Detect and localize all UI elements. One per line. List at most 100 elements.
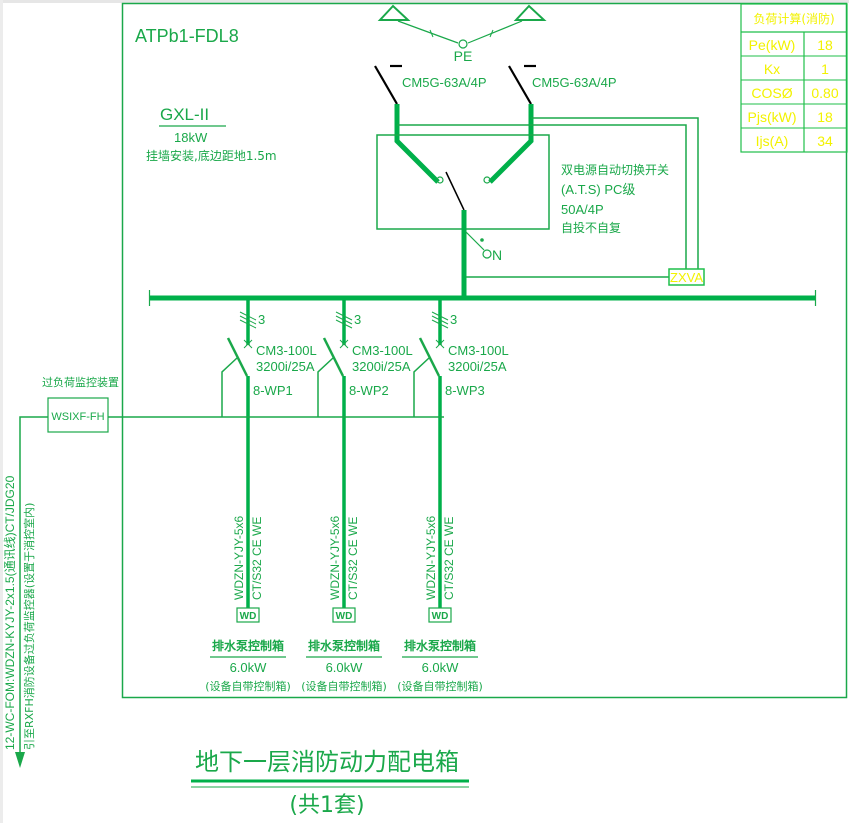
overload-tap	[317, 357, 334, 417]
branch-breaker-blade-icon[interactable]	[322, 337, 345, 377]
panel-power: 18kW	[174, 130, 208, 145]
n-dot	[480, 238, 484, 242]
branch-load-power: 6.0kW	[422, 660, 460, 675]
load-calc-value-ijs: 34	[817, 133, 833, 149]
feeder-2	[488, 104, 534, 184]
load-calc-label-pjs: Pjs(kW)	[748, 109, 797, 125]
overload-tap	[221, 357, 238, 417]
branch-load-note: (设备自带控制箱)	[301, 679, 387, 693]
ats-contact-1	[436, 176, 444, 184]
overload-monitor-box	[47, 397, 109, 433]
overload-tap	[413, 357, 430, 417]
incoming-breaker-1-label: CM5G-63A/4P	[402, 75, 487, 90]
branch-cable-spec: WDZN-YJY-5x6	[424, 515, 438, 600]
overload-route-text: 引至RXFH消防设备过负荷监控器(设置于消控室内)	[22, 503, 36, 750]
branch-breaker-blade-icon[interactable]	[418, 337, 441, 377]
pole-hash-mark	[335, 319, 353, 329]
branch-breaker-blade-icon[interactable]	[226, 337, 249, 377]
ats-desc-line3: 50A/4P	[561, 202, 604, 217]
branch-load-power: 6.0kW	[326, 660, 364, 675]
branch-load-name: 排水泵控制箱	[404, 638, 476, 653]
branch-tag: WD	[336, 611, 353, 622]
footer-count: (共1套)	[289, 793, 364, 818]
canvas-left-edge	[0, 0, 3, 823]
load-calc-table	[740, 3, 848, 153]
panel-model: GXL-II	[160, 105, 209, 124]
ats-contact-2	[483, 176, 491, 184]
branch-breaker-rating: 3200i/25A	[256, 359, 315, 374]
branch-load-name: 排水泵控制箱	[308, 638, 380, 653]
branch-breaker-model: CM3-100L	[352, 343, 413, 358]
footer-title: 地下一层消防动力配电箱	[195, 748, 459, 776]
branch-breaker-rating: 3200i/25A	[352, 359, 411, 374]
pe-tick-right	[489, 29, 494, 38]
control-wire-1	[531, 117, 699, 269]
branch-poles: 3	[450, 312, 457, 327]
branch-poles: 3	[354, 312, 361, 327]
load-calc-label-cos: COSØ	[751, 85, 792, 101]
branch-tag: WD	[240, 611, 257, 622]
load-calc-value-pjs: 18	[817, 109, 833, 125]
zxva-label: ZXVA	[670, 270, 703, 285]
incoming-supply-1-icon	[377, 4, 411, 21]
load-calc-value-cos: 0.80	[811, 85, 838, 101]
zxva-box	[668, 268, 705, 286]
pole-hash-mark	[431, 315, 449, 325]
overload-comm-cable	[19, 416, 48, 752]
overload-monitor-device: WSIXF-FH	[51, 411, 104, 423]
overload-cable-text: 12-WC-FOM:WDZN-KYJY-2x1.5(通讯线)CT/JDG20	[3, 475, 17, 750]
branch-load-note: (设备自带控制箱)	[397, 679, 483, 693]
branch-breaker-rating: 3200i/25A	[448, 359, 507, 374]
pole-hash-mark	[239, 319, 257, 329]
incoming-breaker-2-label: CM5G-63A/4P	[532, 75, 617, 90]
branch-tag: WD	[432, 611, 449, 622]
n-conductor	[465, 231, 485, 251]
pe-label: PE	[454, 48, 473, 64]
branch-cable-spec: WDZN-YJY-5x6	[328, 515, 342, 600]
branch-cable-spec: WDZN-YJY-5x6	[232, 515, 246, 600]
overload-monitor-title: 过负荷监控装置	[42, 375, 119, 389]
n-terminal-icon	[482, 249, 492, 259]
breaker-cross	[243, 339, 253, 349]
pe-conductor-right	[467, 20, 523, 44]
branch-circuit-id: 8-WP2	[349, 383, 389, 398]
control-wire-2	[397, 124, 687, 269]
incoming-supply-2-icon	[513, 4, 547, 21]
branch-cable-laying: CT/S32 CE WE	[250, 517, 264, 600]
pole-hash-mark	[431, 319, 449, 329]
branch-tag-box	[428, 607, 452, 623]
pole-hash-mark	[335, 315, 353, 325]
pole-hash-mark	[239, 315, 257, 325]
branch-tag-box	[332, 607, 356, 623]
ats-desc-line2: (A.T.S) PC级	[561, 182, 635, 197]
incoming-breaker-1-icon[interactable]	[374, 64, 402, 105]
branch-tag-box	[236, 607, 260, 623]
pe-tick-left	[429, 29, 434, 38]
breaker-cross	[339, 339, 349, 349]
pole-hash-mark	[239, 311, 257, 321]
branch-load-name: 排水泵控制箱	[212, 638, 284, 653]
branch-load-note: (设备自带控制箱)	[205, 679, 291, 693]
pe-conductor-left	[397, 20, 459, 44]
load-calc-value-pe: 18	[817, 37, 833, 53]
ats-blade-icon[interactable]	[445, 171, 465, 211]
branch-circuit-id: 8-WP1	[253, 383, 293, 398]
panel-install-note: 挂墙安装,底边距地1.5m	[146, 148, 277, 163]
load-calc-label-ijs: Ijs(A)	[756, 133, 789, 149]
breaker-cross	[435, 339, 445, 349]
pole-hash-mark	[335, 311, 353, 321]
branch-circuit-id: 8-WP3	[445, 383, 485, 398]
panel-id: ATPb1-FDL8	[135, 26, 239, 46]
incoming-breaker-2-icon[interactable]	[508, 64, 536, 105]
load-calc-title: 负荷计算(消防)	[753, 11, 834, 26]
branch-breaker-model: CM3-100L	[448, 343, 509, 358]
load-calc-label-pe: Pe(kW)	[749, 37, 796, 53]
feeder-1	[394, 104, 440, 184]
branch-breaker-model: CM3-100L	[256, 343, 317, 358]
load-calc-label-kx: Kx	[764, 61, 780, 77]
branch-load-power: 6.0kW	[230, 660, 268, 675]
cable-arrow-down-icon	[15, 752, 25, 768]
